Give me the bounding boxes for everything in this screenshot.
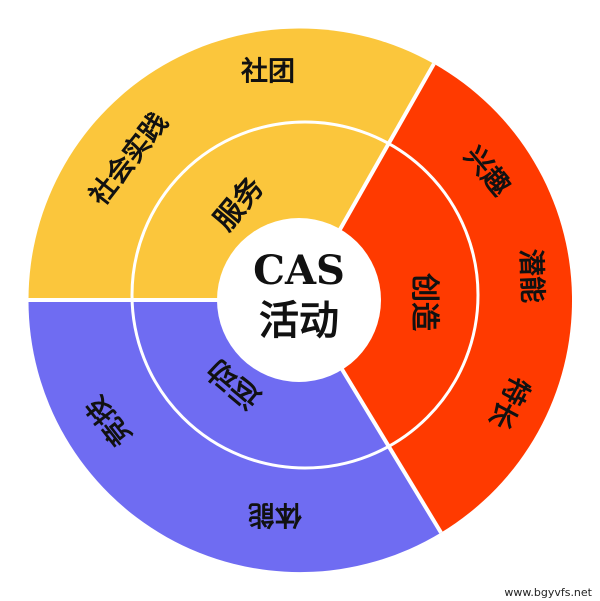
outer-label-fitness: 体能 xyxy=(248,499,302,531)
watermark: www.bgyvfs.net xyxy=(504,586,592,599)
inner-label-creativity: 创造 xyxy=(408,272,442,331)
center-circle xyxy=(217,218,381,382)
center-line-2: 活动 xyxy=(259,297,339,344)
inner-ring xyxy=(130,120,480,470)
outer-label-potential: 潜能 xyxy=(515,248,549,303)
outer-label-clubs: 社团 xyxy=(241,56,295,88)
center-line-1: CAS xyxy=(253,247,345,294)
